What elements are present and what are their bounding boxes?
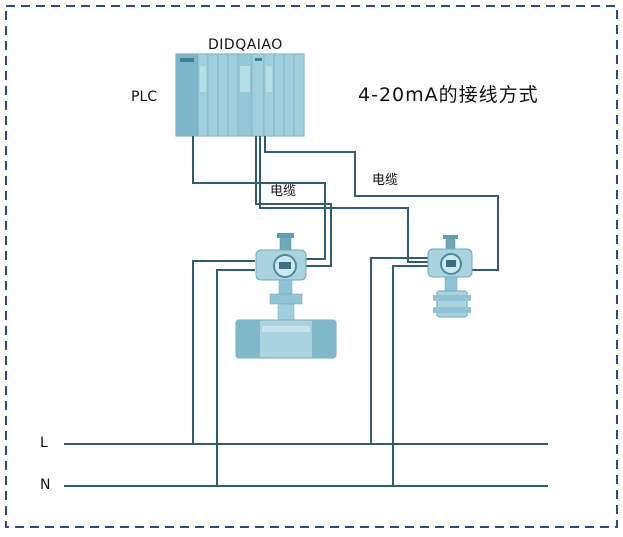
flow-meter [235,233,337,359]
diagram-title: 4-20mA的接线方式 [358,84,539,106]
neutral-line-label: N [40,477,51,493]
cable-label: 电缆 [270,184,297,199]
plc-label: PLC [131,89,158,105]
cable-label: 电缆 [372,173,399,188]
signal-wires [192,136,499,271]
power-wires [192,257,430,486]
plc-rack [175,53,305,137]
pressure-transmitter [427,235,473,318]
live-line-label: L [40,435,48,451]
dashed-border [5,5,618,528]
plc-modules-label: DIDQAIAO [208,37,283,53]
